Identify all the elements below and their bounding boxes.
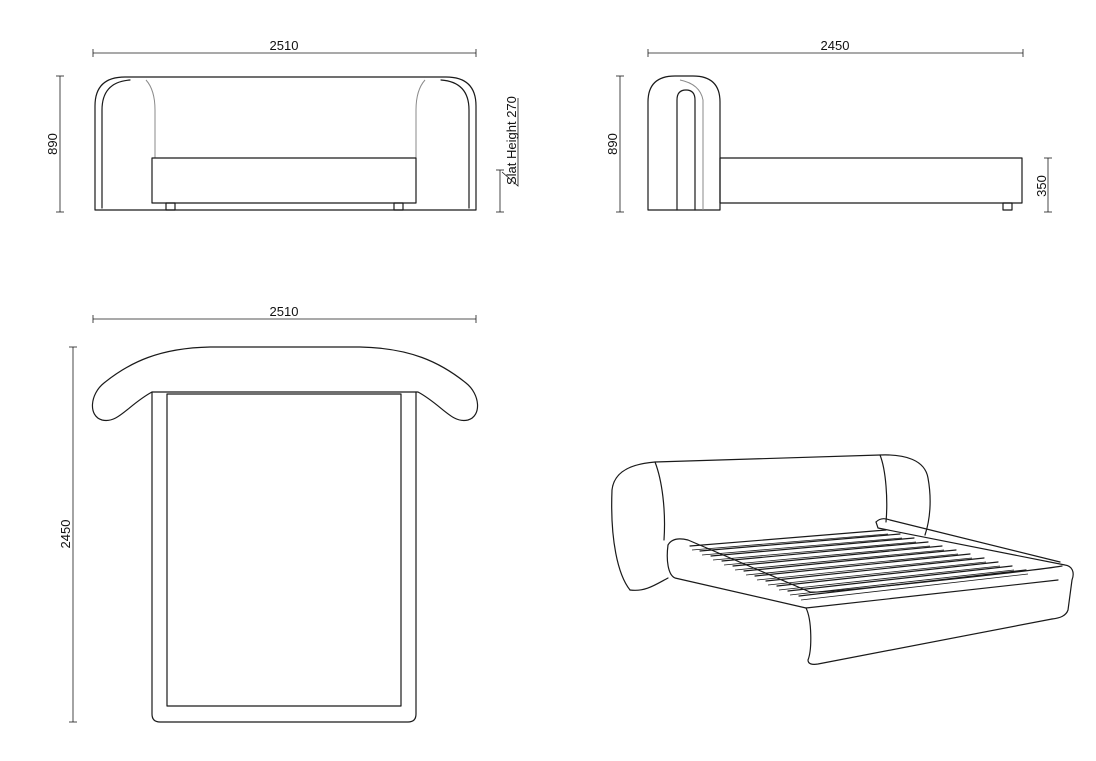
front-view: 2510 890 Slat Height 270 (45, 38, 519, 213)
side-view: 2450 890 350 (605, 38, 1052, 213)
foot-left (165, 202, 176, 211)
headboard-plan (91, 346, 479, 422)
top-view: 2510 2450 (58, 304, 479, 723)
right-rail (875, 521, 1074, 620)
slat-height-label: Slat Height 270 (504, 96, 519, 185)
perspective-view (611, 454, 1074, 665)
side-foot (1002, 202, 1013, 211)
frame-plan (151, 391, 417, 723)
frame-height-label: 350 (1034, 175, 1049, 197)
foot-rail (666, 544, 1053, 665)
front-height-label: 890 (45, 133, 60, 155)
bed-frame (151, 157, 417, 204)
top-width-label: 2510 (270, 304, 299, 319)
mattress-area (166, 393, 402, 707)
front-width-label: 2510 (270, 38, 299, 53)
side-height-label: 890 (605, 133, 620, 155)
side-length-label: 2450 (821, 38, 850, 53)
slats (689, 529, 1029, 601)
headboard-side-profile (647, 75, 721, 211)
foot-right (393, 202, 404, 211)
top-length-label: 2450 (58, 520, 73, 549)
headboard-outline (94, 76, 477, 211)
side-frame (719, 157, 1023, 204)
